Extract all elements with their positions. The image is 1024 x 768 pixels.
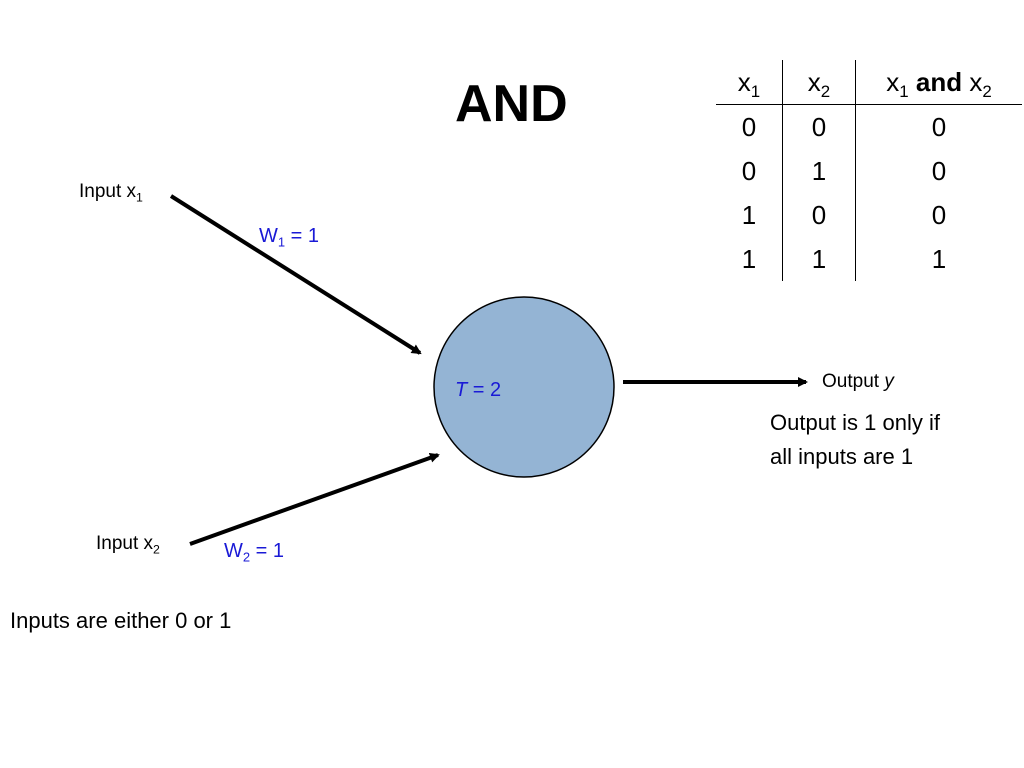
- header-x1: x1: [716, 60, 783, 105]
- table-cell: 1: [931, 243, 947, 274]
- truth-table: x1 x2 x1 and x2 0 0 0 0 1 0 1 0 0 1 1 1: [716, 60, 1022, 281]
- table-row: 1 1 1: [716, 237, 1022, 281]
- table-cell: 0: [931, 199, 947, 230]
- table-cell: 1: [716, 237, 783, 281]
- table-cell: 1: [782, 237, 856, 281]
- input-x2-arrow: [189, 452, 440, 546]
- table-row: 0 1 0: [716, 149, 1022, 193]
- input-x2-label: Input x2: [96, 533, 160, 557]
- input-x1-arrow: [169, 194, 422, 355]
- threshold-label: T = 2: [455, 379, 502, 401]
- table-cell: 0: [782, 104, 856, 149]
- input-x1-label: Input x1: [79, 181, 143, 205]
- page-title: AND: [455, 75, 568, 133]
- header-x2: x2: [782, 60, 856, 105]
- weight-w2-label: W2 = 1: [224, 540, 285, 565]
- table-row: 1 0 0: [716, 193, 1022, 237]
- weight-w1-label: W1 = 1: [259, 225, 320, 250]
- output-label: Output y: [822, 371, 894, 392]
- output-note: Output is 1 only if all inputs are 1: [770, 410, 940, 469]
- inputs-footnote: Inputs are either 0 or 1: [10, 608, 232, 633]
- header-x1-and-x2: x1 and x2: [855, 60, 1022, 105]
- table-cell: 1: [716, 193, 783, 237]
- table-cell: 0: [716, 104, 783, 149]
- truth-table-header: x1 x2 x1 and x2: [716, 60, 1022, 105]
- table-cell: 1: [782, 149, 856, 193]
- table-cell: 0: [931, 155, 947, 186]
- table-cell: 0: [931, 111, 947, 142]
- table-row: 0 0 0: [716, 104, 1022, 149]
- neuron-circle: [433, 296, 615, 478]
- table-cell: 0: [716, 149, 783, 193]
- table-cell: 0: [782, 193, 856, 237]
